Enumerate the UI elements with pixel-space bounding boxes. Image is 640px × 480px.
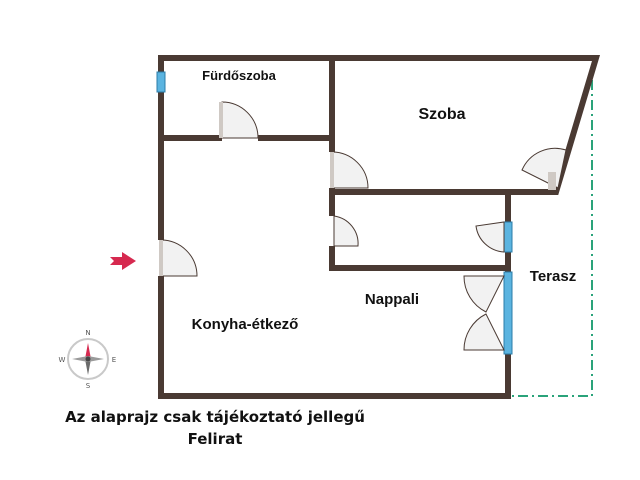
room-label-bathroom: Fürdőszoba [202,68,276,83]
door-bedroom-terrace [521,147,567,189]
room-label-living: Nappali [365,291,419,308]
compass-icon: N S W E [59,329,117,390]
label-caption: Felirat [187,430,243,448]
terrace-outline [512,80,593,397]
window-living [503,271,513,355]
entrance-arrow-icon [110,252,136,270]
compass-west-label: W [59,356,66,364]
door-bathroom [221,101,259,139]
compass-south-label: S [86,382,91,390]
window-hall [503,221,513,253]
room-label-terrace: Terasz [530,268,576,285]
door-entrance [160,239,198,277]
door-living-right [463,313,505,351]
door-bedroom [331,151,369,189]
door-hall [333,215,359,247]
compass-north-label: N [85,329,90,337]
window-bathroom [156,71,166,93]
room-label-kitchen: Konyha-étkező [192,316,299,333]
room-label-bedroom: Szoba [418,106,465,123]
door-hall-terrace [475,221,505,253]
windows [156,71,513,355]
door-living-left [463,275,505,313]
disclaimer-caption: Az alaprajz csak tájékoztató jellegű [65,408,365,426]
compass-east-label: E [112,356,116,364]
doors [157,101,567,351]
